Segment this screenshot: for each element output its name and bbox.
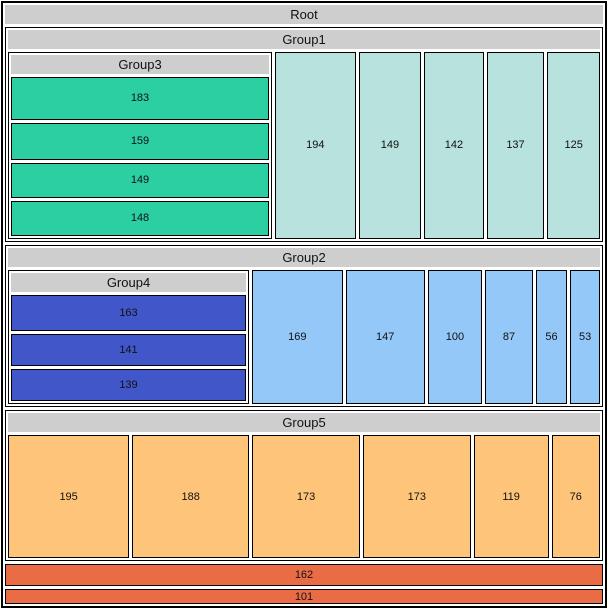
treemap-cell[interactable]: 87 [485,269,533,405]
group3-cells-column: 183 159 149 148 [11,77,269,236]
treemap-cell[interactable]: 183 [11,77,269,120]
treemap-cell[interactable]: 53 [570,269,600,405]
treemap-cell[interactable]: 101 [5,589,603,604]
treemap-cell[interactable]: 194 [275,52,356,239]
group5-cells-row: 195 188 173 173 119 76 [8,435,600,558]
root-header[interactable]: Root [5,5,603,24]
group1-cells-row: Group3 183 159 149 148 194 149 142 137 1… [8,52,600,239]
treemap-cell[interactable]: 149 [358,52,422,239]
group2-container: Group2 Group4 163 141 139 169 147 100 87… [5,244,603,408]
treemap-cell[interactable]: 188 [132,435,250,558]
treemap-cell[interactable]: 137 [486,52,545,239]
treemap-cell[interactable]: 139 [11,369,246,402]
group4-header[interactable]: Group4 [11,272,246,292]
treemap-cell[interactable]: 173 [362,435,471,558]
treemap-cell[interactable]: 142 [424,52,484,239]
treemap-cell[interactable]: 148 [11,200,269,236]
treemap-cell[interactable]: 76 [551,435,600,558]
group4-container: Group4 163 141 139 [8,269,249,405]
treemap-cell[interactable]: 100 [427,269,483,405]
treemap-cell[interactable]: 159 [11,122,269,160]
treemap-cell[interactable]: 119 [473,435,549,558]
treemap-cell[interactable]: 149 [11,162,269,198]
group1-header[interactable]: Group1 [8,30,600,49]
group5-container: Group5 195 188 173 173 119 76 [5,410,603,561]
treemap-cell[interactable]: 125 [547,52,600,239]
treemap-cell[interactable]: 56 [535,269,568,405]
group3-container: Group3 183 159 149 148 [8,52,272,239]
group2-header[interactable]: Group2 [8,247,600,267]
treemap-cell[interactable]: 169 [252,269,343,405]
group4-cells-column: 163 141 139 [11,294,246,402]
treemap-cell[interactable]: 141 [11,334,246,367]
treemap-cell[interactable]: 163 [11,294,246,332]
group5-header[interactable]: Group5 [8,413,600,433]
group2-cells-row: Group4 163 141 139 169 147 100 87 56 53 [8,269,600,405]
group1-container: Group1 Group3 183 159 149 148 194 149 14… [5,27,603,242]
treemap-cell[interactable]: 162 [5,564,603,586]
treemap-cell[interactable]: 147 [345,269,425,405]
group3-header[interactable]: Group3 [11,55,269,74]
treemap-cell[interactable]: 173 [252,435,360,558]
treemap-cell[interactable]: 195 [8,435,130,558]
